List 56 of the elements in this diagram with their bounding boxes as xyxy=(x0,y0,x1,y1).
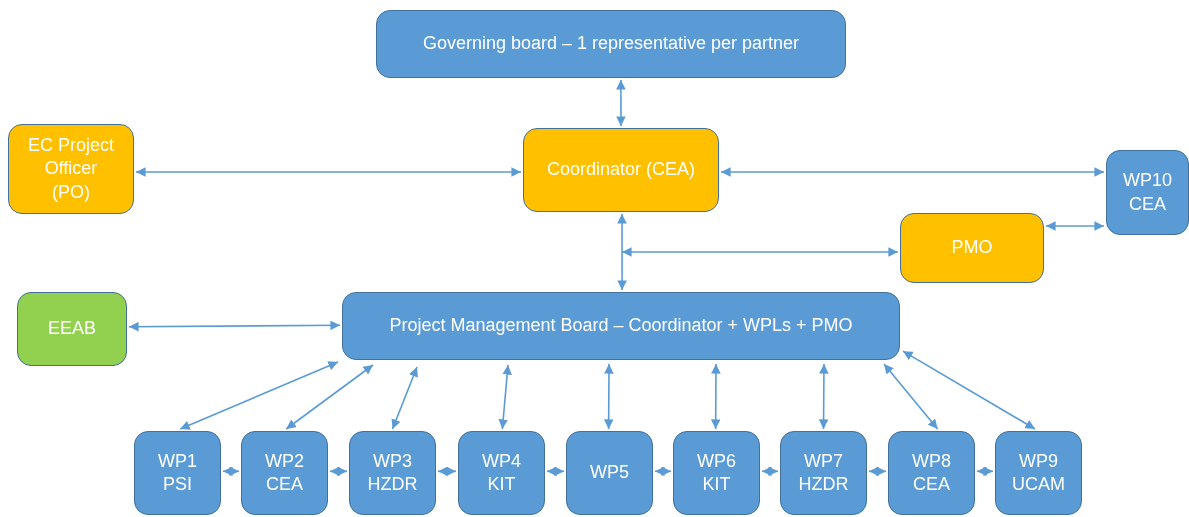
box-label: WP1 PSI xyxy=(158,449,197,496)
double-arrow xyxy=(720,167,1105,177)
double-arrow xyxy=(616,79,626,127)
work-package-box xyxy=(134,431,221,515)
work-package-box xyxy=(1106,150,1189,235)
box-label: WP6 KIT xyxy=(697,449,736,496)
work-package-box xyxy=(673,431,760,515)
box-label: WP10 CEA xyxy=(1123,169,1172,216)
double-arrow xyxy=(710,363,721,430)
double-arrow xyxy=(437,466,457,477)
role-box xyxy=(8,124,134,214)
double-arrow xyxy=(128,320,341,332)
double-arrow xyxy=(329,466,348,477)
box-label: WP4 KIT xyxy=(482,449,521,496)
work-package-box xyxy=(780,431,867,515)
double-arrow xyxy=(654,466,672,477)
box-label: WP7 HZDR xyxy=(798,449,849,496)
role-box xyxy=(900,213,1044,283)
work-package-box xyxy=(888,431,975,515)
work-package-box xyxy=(566,431,653,515)
double-arrow xyxy=(868,466,887,477)
double-arrow xyxy=(222,466,240,477)
box-label: EC Project Officer (PO) xyxy=(27,133,115,204)
double-arrow xyxy=(135,167,522,177)
double-arrow xyxy=(603,363,614,430)
box-label: EEAB xyxy=(48,317,96,341)
double-arrow xyxy=(179,361,339,430)
double-arrow xyxy=(976,466,994,477)
work-package-box xyxy=(995,431,1082,515)
box-label: WP9 UCAM xyxy=(1012,449,1065,496)
double-arrow xyxy=(761,466,779,477)
double-arrow xyxy=(285,364,374,430)
box-label: WP8 CEA xyxy=(912,449,951,496)
double-arrow xyxy=(902,350,1036,430)
board-box xyxy=(342,292,900,360)
box-label: PMO xyxy=(951,236,993,260)
work-package-box xyxy=(241,431,328,515)
box-label: WP5 xyxy=(590,461,629,485)
double-arrow xyxy=(391,366,418,430)
double-arrow xyxy=(546,466,565,477)
double-arrow xyxy=(883,363,939,430)
work-package-box xyxy=(349,431,436,515)
double-arrow xyxy=(617,213,627,291)
double-arrow xyxy=(498,364,512,430)
double-arrow xyxy=(818,363,829,430)
box-label: WP2 CEA xyxy=(265,449,304,496)
box-label: Governing board – 1 representative per partner xyxy=(422,32,800,56)
board-box xyxy=(376,10,846,78)
role-box xyxy=(523,128,719,212)
box-label: Coordinator (CEA) xyxy=(546,158,696,182)
double-arrow xyxy=(621,247,899,257)
advisory-box xyxy=(17,292,127,366)
box-label: WP3 HZDR xyxy=(367,449,418,496)
work-package-box xyxy=(458,431,545,515)
box-label: Project Management Board – Coordinator + WPLs + PMO xyxy=(389,314,853,338)
double-arrow xyxy=(1045,221,1105,231)
